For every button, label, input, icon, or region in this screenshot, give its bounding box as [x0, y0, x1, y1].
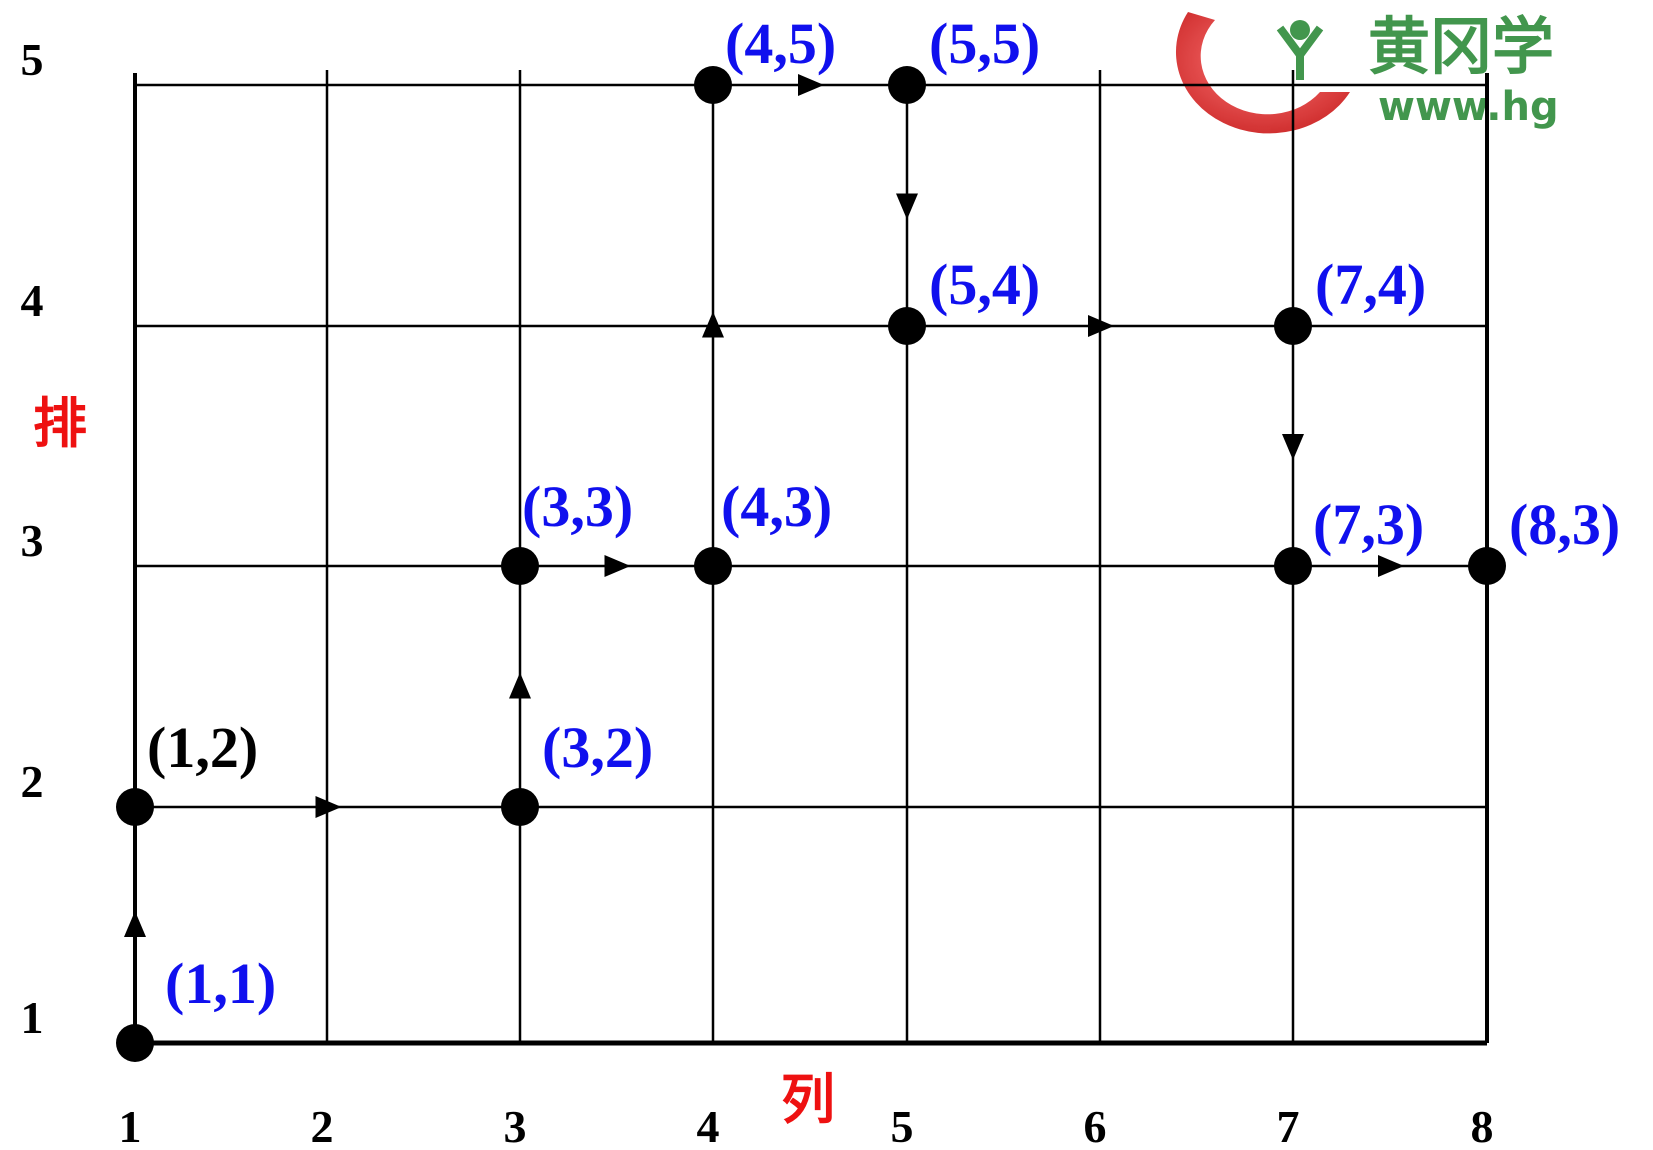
point-label: (5,5): [929, 11, 1040, 76]
route-point: [501, 788, 539, 826]
point-label: (4,5): [725, 11, 836, 76]
logo-watermark: 黄冈学 www.hg: [1175, 10, 1559, 134]
route-point: [1274, 307, 1312, 345]
point-label: (3,3): [522, 474, 633, 539]
x-tick-label: 3: [504, 1101, 527, 1150]
route-arrow: [509, 672, 531, 699]
logo-text: 黄冈学: [1368, 10, 1554, 83]
point-label: (7,3): [1313, 492, 1424, 557]
route-point: [116, 1024, 154, 1062]
point-label: (3,2): [542, 715, 653, 780]
logo-figure-body: [1276, 25, 1324, 80]
route-arrow: [1088, 315, 1114, 337]
x-tick-label: 2: [311, 1101, 334, 1150]
point-label: (1,2): [147, 715, 258, 780]
x-tick-label: 5: [891, 1101, 914, 1150]
route-arrow: [1282, 434, 1304, 460]
route-points: (1,1) (1,2) (3,2) (3,3) (4,3) (4,5) (5,5) (5,4)…: [116, 11, 1620, 1062]
y-tick-label: 3: [21, 515, 44, 566]
x-tick-label: 7: [1277, 1101, 1300, 1150]
logo-url: www.hg: [1378, 84, 1559, 130]
x-axis-title: 列: [781, 1067, 835, 1131]
x-tick-label: 1: [119, 1101, 142, 1150]
x-tick-label: 8: [1471, 1101, 1494, 1150]
point-label: (8,3): [1509, 492, 1620, 557]
logo-figure-head: [1290, 20, 1310, 40]
route-point: [1468, 547, 1506, 585]
y-tick-label: 2: [21, 756, 44, 807]
route-arrow: [315, 796, 342, 818]
x-tick-label: 4: [697, 1101, 720, 1150]
route-path: [124, 74, 1404, 937]
axis-ticks: 1 2 3 4 5 6 7 8 1 2 3 4 5: [21, 34, 1494, 1150]
y-tick-label: 4: [21, 275, 44, 326]
route-arrow: [702, 311, 724, 338]
x-tick-label: 6: [1084, 1101, 1107, 1150]
route-point: [888, 307, 926, 345]
point-label: (5,4): [929, 252, 1040, 317]
y-tick-label: 1: [21, 992, 44, 1043]
route-arrow: [604, 555, 631, 577]
point-label: (4,3): [721, 474, 832, 539]
point-label: (1,1): [165, 951, 276, 1016]
route-point: [501, 547, 539, 585]
route-point: [888, 66, 926, 104]
route-arrow: [1378, 555, 1404, 577]
route-point: [694, 547, 732, 585]
logo-ring: [1175, 12, 1350, 134]
route-point: [1274, 547, 1312, 585]
y-axis-title: 排: [33, 391, 87, 455]
route-arrow: [124, 911, 146, 937]
route-point: [694, 66, 732, 104]
route-point: [116, 788, 154, 826]
point-label: (7,4): [1315, 252, 1426, 317]
route-arrow: [798, 74, 824, 96]
y-tick-label: 5: [21, 34, 44, 85]
route-arrow: [896, 193, 918, 220]
